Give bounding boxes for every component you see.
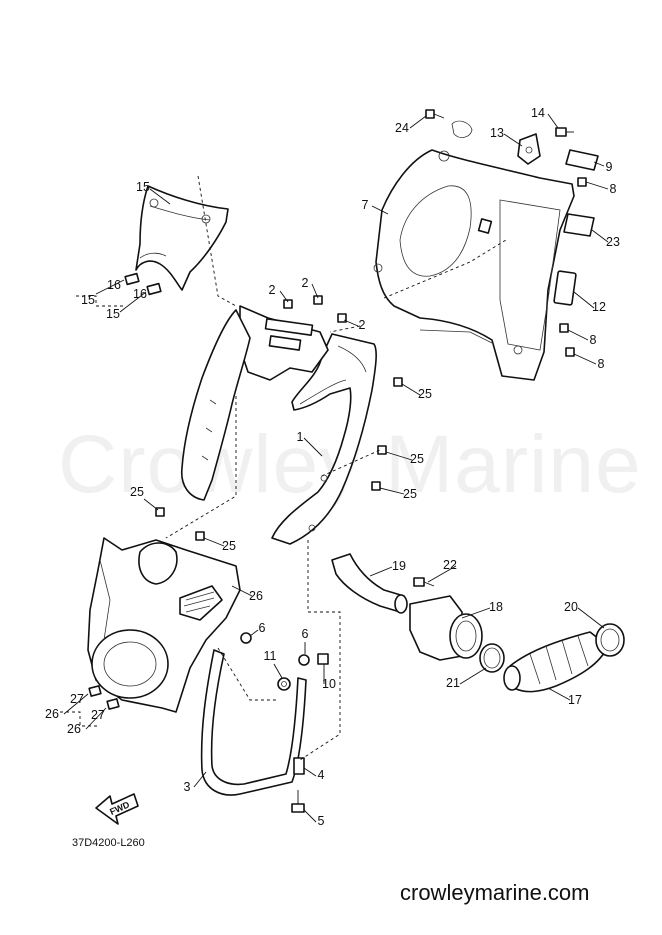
callout-8: 8 [590, 333, 597, 347]
inner-upper-panel [180, 305, 329, 501]
part-5-bolt [291, 790, 305, 813]
callout-26: 26 [67, 722, 81, 736]
callout-6: 6 [259, 621, 266, 635]
callout-7: 7 [362, 198, 369, 212]
callout-18: 18 [489, 600, 503, 614]
callout-2: 2 [302, 276, 309, 290]
part-3-handle-bar [200, 649, 307, 796]
callout-5: 5 [318, 814, 325, 828]
callout-25: 25 [403, 487, 417, 501]
callout-1: 1 [297, 430, 304, 444]
callout-25: 25 [410, 452, 424, 466]
callout-26: 26 [45, 707, 59, 721]
callout-17: 17 [568, 693, 582, 707]
callout-15: 15 [136, 180, 150, 194]
part-10-bolt [317, 653, 329, 665]
callout-3: 3 [184, 780, 191, 794]
callout-6: 6 [302, 627, 309, 641]
callout-25: 25 [418, 387, 432, 401]
callout-2: 2 [269, 283, 276, 297]
part-24-bolt [425, 109, 473, 138]
callout-14: 14 [531, 106, 545, 120]
part-27-clips [88, 685, 120, 710]
fwd-arrow: FWD [95, 793, 139, 825]
part-9-label [565, 149, 599, 171]
callout-15: 15 [81, 293, 95, 307]
part-17-bellows-hose [503, 631, 609, 693]
callout-27: 27 [91, 708, 105, 722]
part-16-clips [124, 272, 162, 296]
part-14-bolt [555, 127, 574, 137]
part-19-elbow-hose [331, 553, 408, 614]
assembly-lines [60, 175, 507, 761]
callout-23: 23 [606, 235, 620, 249]
callout-8: 8 [598, 357, 605, 371]
document-code: 37D4200-L260 [72, 837, 145, 849]
callout-11: 11 [264, 649, 277, 663]
part-15-cover [135, 185, 229, 291]
part-6-washers [240, 632, 310, 666]
part-26-lower-housing [87, 537, 241, 713]
callout-16: 16 [107, 278, 121, 292]
screws [155, 177, 587, 541]
callout-20: 20 [564, 600, 578, 614]
part-7-inner-housing [373, 149, 575, 381]
callout-22: 22 [443, 558, 457, 572]
part-23-label [563, 213, 595, 237]
callout-21: 21 [446, 676, 460, 690]
callout-27: 27 [70, 692, 84, 706]
callout-26: 26 [249, 589, 263, 603]
leader-lines [63, 113, 609, 823]
part-11-grommet [277, 677, 291, 691]
callout-19: 19 [392, 559, 406, 573]
callout-16: 16 [133, 287, 147, 301]
callout-4: 4 [318, 768, 325, 782]
callout-12: 12 [592, 300, 606, 314]
part-12-grille [553, 270, 577, 306]
callout-2: 2 [359, 318, 366, 332]
callout-15: 15 [106, 307, 120, 321]
part-13-bracket [517, 133, 541, 165]
callout-25: 25 [222, 539, 236, 553]
part-21-clamp [479, 643, 505, 673]
part-20-clamp [595, 623, 625, 657]
callout-25: 25 [130, 485, 144, 499]
part-18-air-duct [409, 595, 483, 661]
callout-10: 10 [322, 677, 336, 691]
part-1-front-cowl [271, 333, 377, 545]
part-22-bolt [413, 577, 435, 587]
callout-9: 9 [606, 160, 613, 174]
website-url: crowleymarine.com [400, 880, 590, 905]
callout-8: 8 [610, 182, 617, 196]
callout-24: 24 [395, 121, 409, 135]
callout-13: 13 [490, 126, 504, 140]
part-4-collar [293, 757, 305, 775]
